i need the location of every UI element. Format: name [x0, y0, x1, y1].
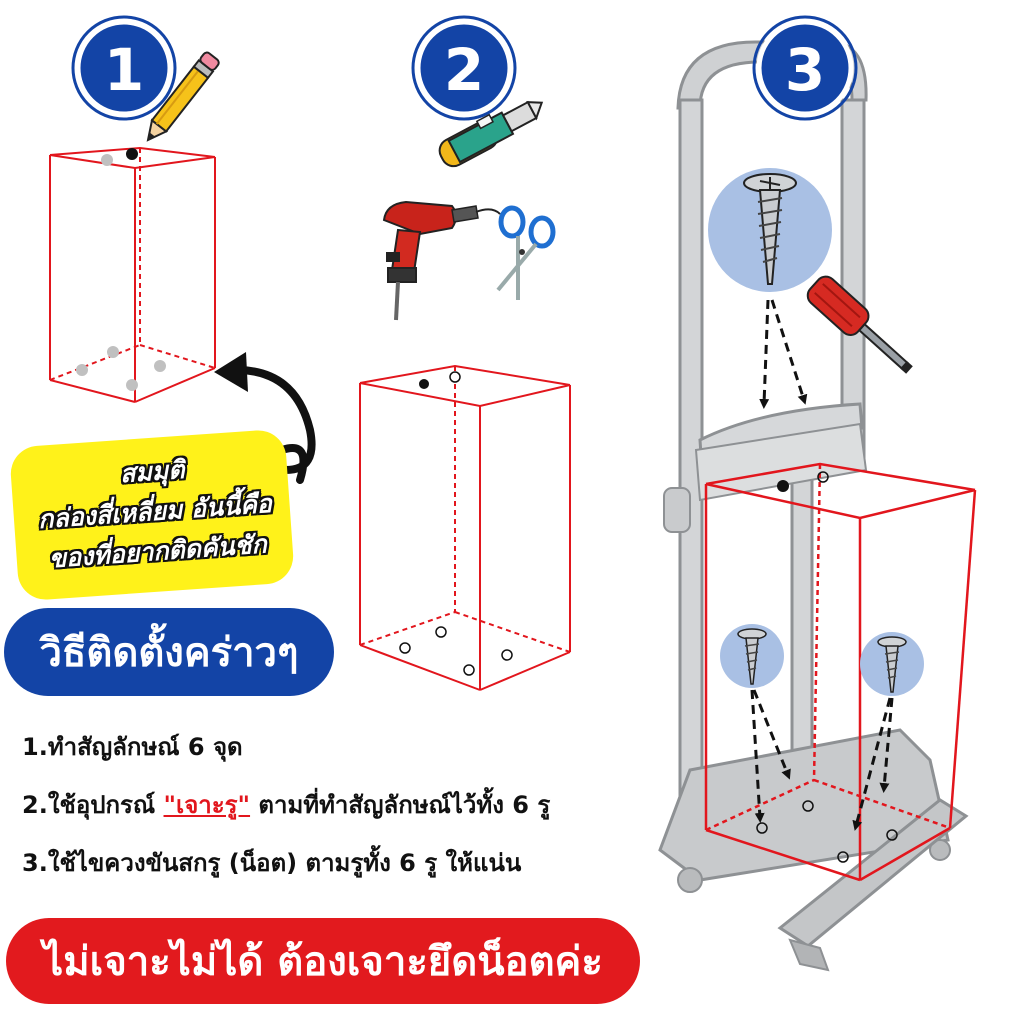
step-badge-3-label: 3 — [785, 36, 825, 104]
step-badge-3: 3 — [752, 15, 858, 121]
holes-step2 — [399, 371, 513, 676]
instruction-step-2-prefix: 2.ใช้อุปกรณ์ — [22, 791, 164, 819]
instruction-step-1: 1.ทำสัญลักษณ์ 6 จุด — [22, 733, 243, 761]
instruction-step-2-suffix: ตามที่ทำสัญลักษณ์ไว้ทั้ง 6 รู — [250, 791, 551, 819]
scissors-icon — [496, 205, 556, 300]
instruction-step-2-highlight: "เจาะรู" — [163, 791, 251, 819]
holes-step3 — [756, 471, 898, 863]
instruction-step-2: 2.ใช้อุปกรณ์ "เจาะรู" ตามที่ทำสัญลักษณ์ไ… — [22, 778, 682, 836]
cutter-knife-icon — [438, 100, 544, 168]
step-badge-1-label: 1 — [104, 36, 144, 104]
warning-banner: ไม่เจาะไม่ได้ ต้องเจาะยึดน็อตค่ะ — [6, 918, 640, 1004]
screw-icon — [720, 624, 784, 688]
screwdriver-icon — [806, 275, 913, 374]
box-step1 — [49, 146, 216, 403]
instruction-step-3: 3.ใช้ไขควงขันสกรู (น็อต) ตามรูทั้ง 6 รู … — [22, 849, 522, 877]
marks-step1 — [76, 148, 166, 391]
box-step2 — [359, 364, 571, 691]
curly-arrow-icon — [214, 352, 316, 484]
step-badge-2-label: 2 — [444, 36, 484, 104]
section-title: วิธีติดตั้งคร่าวๆ — [4, 608, 334, 696]
box-step3 — [704, 462, 977, 882]
instruction-list: 1.ทำสัญลักษณ์ 6 จุด 2.ใช้อุปกรณ์ "เจาะรู… — [22, 720, 682, 894]
screw-icon — [860, 632, 924, 696]
drill-icon — [382, 200, 501, 321]
note-text: สมมุติ กล่องสี่เหลี่ยม อันนี้คือ ของที่อ… — [16, 443, 294, 582]
step-badge-1: 1 — [71, 15, 177, 121]
screw-icon — [708, 168, 832, 292]
pencil-icon — [146, 51, 220, 142]
step-badge-2: 2 — [411, 15, 517, 121]
screw-arrows — [750, 299, 894, 831]
